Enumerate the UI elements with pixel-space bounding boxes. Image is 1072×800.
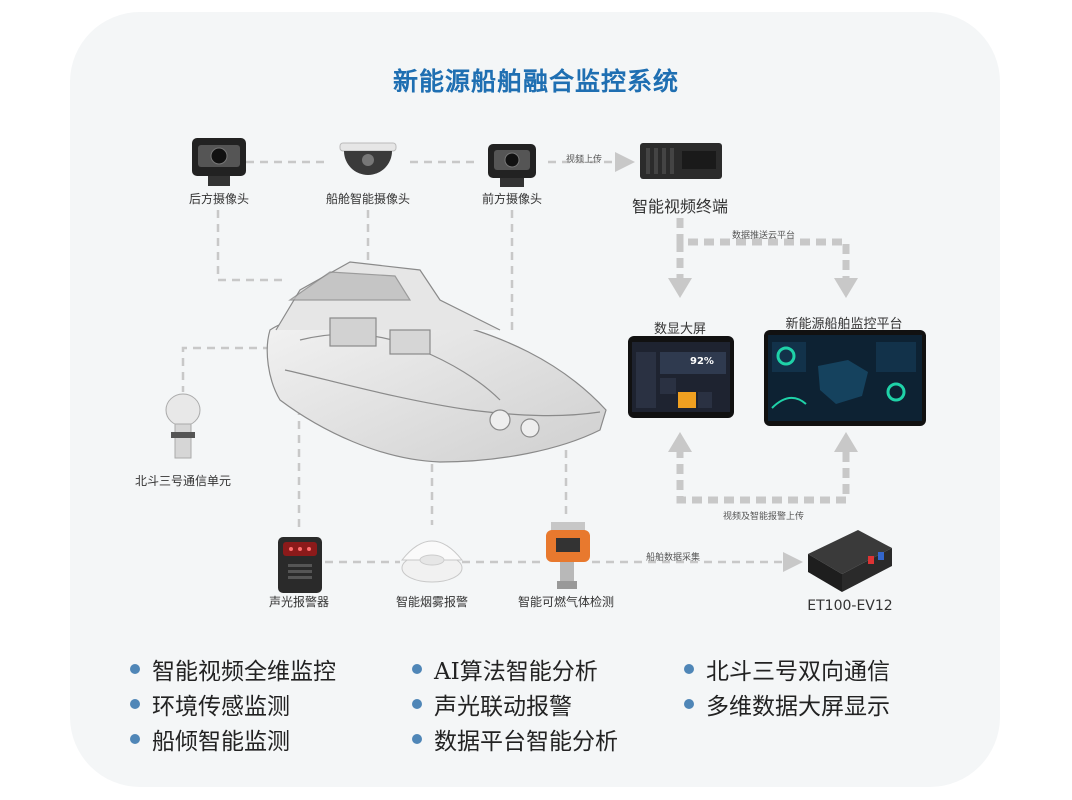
bullet-icon	[412, 664, 422, 674]
connector-lines	[181, 152, 803, 572]
cabin-camera-label: 船舱智能摄像头	[325, 192, 411, 206]
front-camera-icon	[488, 144, 536, 187]
rear-camera-icon	[192, 138, 246, 186]
gas-label: 智能可燃气体检测	[517, 595, 615, 609]
bullet-icon	[412, 734, 422, 744]
push-cloud-label: 数据推送云平台	[732, 231, 796, 241]
big-screen-label: 数显大屏	[653, 322, 707, 337]
bullet-icon	[130, 699, 140, 709]
feature-item: 声光联动报警	[412, 687, 572, 721]
dome-camera-icon	[339, 142, 397, 175]
platform-label: 新能源船舶监控平台	[785, 317, 903, 332]
rear-camera-label: 后方摄像头	[188, 192, 250, 206]
video-alarm-upload-label: 视频及智能报警上传	[723, 512, 805, 522]
video-terminal-label: 智能视频终端	[631, 197, 729, 216]
bullet-icon	[684, 699, 694, 709]
diagram-title: 新能源船舶融合监控系统	[392, 67, 679, 96]
feature-item: 智能视频全维监控	[130, 652, 336, 686]
feature-item: 北斗三号双向通信	[684, 652, 890, 686]
feature-item: AI算法智能分析	[412, 652, 598, 686]
ship-data-label: 船舶数据采集	[646, 553, 701, 563]
monitoring-platform-screen	[764, 330, 926, 426]
smoke-detector-icon	[400, 540, 464, 583]
smoke-label: 智能烟雾报警	[395, 595, 469, 609]
gas-detector-icon	[546, 522, 590, 589]
cloud-loop-lines	[676, 218, 850, 504]
video-terminal-icon	[640, 143, 722, 179]
dashboard-screen	[628, 336, 734, 418]
bullet-icon	[684, 664, 694, 674]
bullet-icon	[130, 664, 140, 674]
et100-device-icon	[808, 530, 892, 592]
bullet-icon	[130, 734, 140, 744]
beidou-antenna-icon	[165, 393, 201, 459]
alarm-label: 声光报警器	[268, 595, 330, 609]
sound-light-alarm-icon	[278, 537, 322, 593]
ship-illustration	[266, 261, 607, 463]
feature-item: 环境传感监测	[130, 687, 290, 721]
feature-item: 船倾智能监测	[130, 722, 290, 756]
beidou-label: 北斗三号通信单元	[134, 474, 232, 488]
loop-arrows	[668, 278, 858, 452]
screen-percent: 92%	[690, 356, 714, 367]
feature-item: 多维数据大屏显示	[684, 687, 890, 721]
front-camera-label: 前方摄像头	[481, 192, 543, 206]
feature-item: 数据平台智能分析	[412, 722, 618, 756]
et100-label: ET100-EV12	[807, 598, 893, 614]
video-upload-label: 视频上传	[566, 155, 603, 165]
bullet-icon	[412, 699, 422, 709]
